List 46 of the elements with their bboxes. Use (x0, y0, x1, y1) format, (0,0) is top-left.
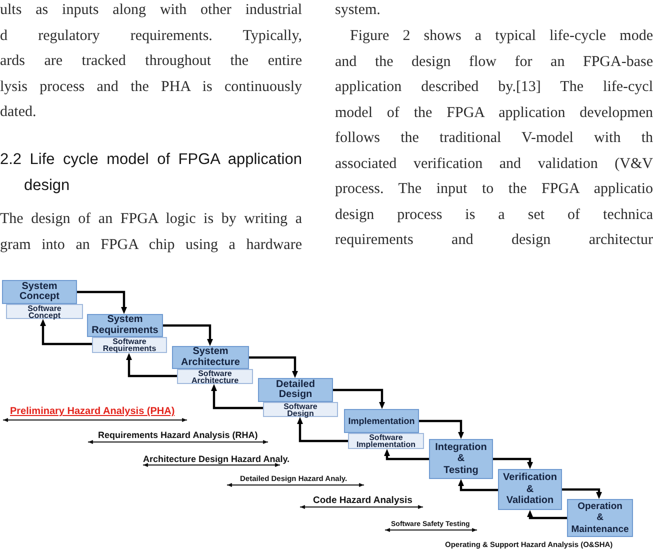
system-phase-box (172, 346, 249, 369)
body-paragraph: The design of an FPGA logic is by writing a gram into an FPGA chip using a hardware (0, 210, 302, 254)
arrow (384, 449, 429, 460)
system-phase-box (87, 314, 163, 337)
arrow (297, 417, 348, 442)
system-phase-box (2, 280, 77, 304)
phase-label: Software Implementation (355, 434, 417, 448)
analysis-label: Preliminary Hazard Analysis (PHA) (10, 406, 175, 418)
body-paragraph: ults as inputs along with other industrial d regulatory requirements. Typically, ards are tracked throughout the entire lysis process and the PHA is continuously dated. (0, 1, 302, 122)
phase-label: Verification & Validation (502, 472, 558, 507)
arrow (249, 356, 298, 378)
arrow (493, 458, 533, 469)
phase-label: Implementation (348, 416, 415, 426)
phase-label: Operation & Maintenance (570, 500, 630, 536)
arrow (419, 420, 464, 439)
phase-label: Detailed Design (275, 380, 316, 400)
phase-label: System Concept (18, 282, 60, 302)
arrow (77, 290, 127, 314)
analysis-label: Requirements Hazard Analysis (RHA) (98, 430, 258, 440)
phase-label: Integration & Testing (434, 442, 488, 476)
analysis-label: Architecture Design Hazard Analy. (143, 454, 290, 464)
section-heading: 2.2 Life cycle model of FPGA application design (0, 150, 302, 196)
phase-label: Software Architecture (190, 370, 240, 384)
system-phase-box (344, 409, 419, 433)
software-phase-box (348, 433, 424, 449)
arrow (458, 479, 498, 492)
arrow (333, 388, 385, 409)
phase-label: System Requirements (90, 315, 160, 336)
phase-label: Software Concept (26, 304, 62, 318)
arrow (562, 488, 602, 499)
phase-label: System Architecture (180, 347, 241, 368)
phase-label: Software Requirements (102, 338, 158, 352)
software-phase-box (177, 369, 253, 384)
arrow (527, 510, 567, 520)
arrow (163, 324, 213, 346)
system-phase-box (258, 378, 333, 402)
software-phase-box (6, 304, 83, 319)
body-paragraph: Figure 2 shows a typical life-cycle mode and the design flow for an FPGA-base application described by.[13] The life-cycl model of the FPGA application developmen follows the traditional V-model with th associated verification and validation (V&V process. The input to the FPGA applicatio design process is a set of technica requirements and design architectur (335, 27, 653, 250)
arrow (126, 353, 177, 378)
arrow (211, 384, 263, 410)
software-phase-box (92, 337, 167, 353)
body-paragraph: system. (335, 1, 382, 20)
analysis-label: Code Hazard Analysis (313, 494, 412, 506)
software-phase-box (263, 402, 338, 417)
phase-label: Software Design (282, 402, 318, 416)
arrow (40, 319, 92, 346)
